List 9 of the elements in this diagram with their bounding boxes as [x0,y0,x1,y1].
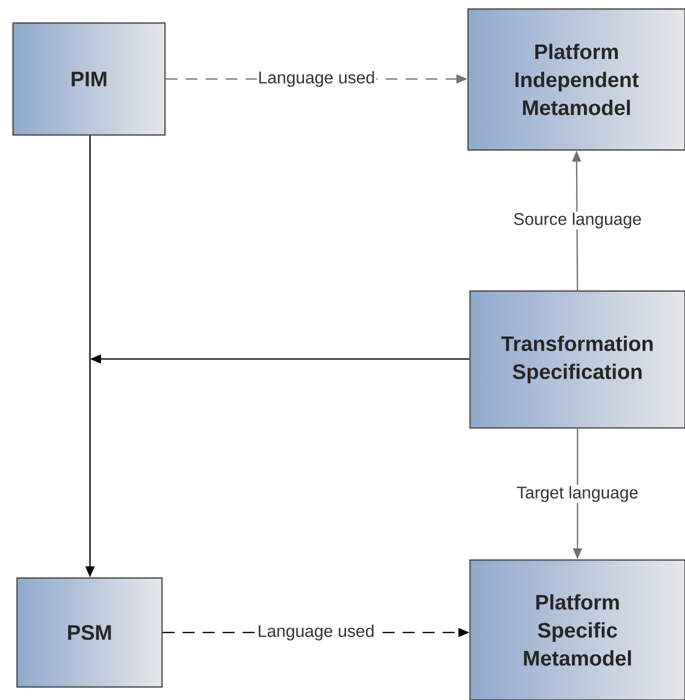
edge-label: Language used [256,624,376,642]
model-box: Platform Independent Metamodel [467,8,685,151]
model-box: PSM [16,577,163,688]
edge-label: Language used [256,70,376,88]
edge-label: Target language [516,485,640,503]
edge-label: Source language [512,212,643,230]
model-box: Platform Specific Metamodel [469,559,685,700]
model-box: Transformation Specification [469,290,685,429]
model-box: PIM [12,22,166,136]
